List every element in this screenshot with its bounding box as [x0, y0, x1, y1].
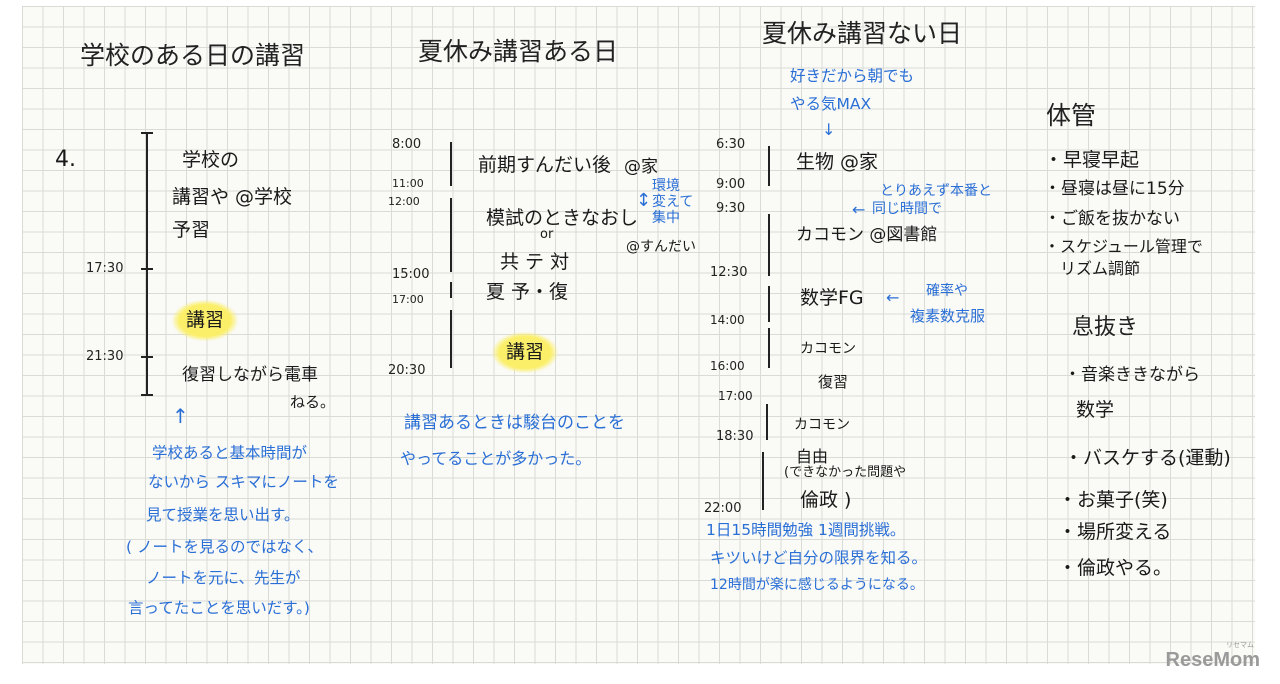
timeline-school: [146, 132, 148, 396]
schedule-text: カコモン: [800, 341, 856, 357]
schedule-text: or: [540, 227, 554, 242]
timeline-summer-without: [768, 286, 770, 322]
health-item: ・早寝早起: [1044, 149, 1140, 171]
note-line: ノートを元に、先生が: [146, 569, 301, 587]
time-label: 9:30: [716, 201, 746, 216]
timeline-tick: [141, 268, 153, 270]
timeline-tick: [141, 394, 153, 396]
time-label: 21:30: [86, 349, 124, 364]
place-label: @すんだい: [626, 239, 696, 255]
arrow-up-icon: ↑: [172, 404, 189, 428]
break-item: 数学: [1076, 399, 1115, 421]
side-note: 同じ時間で: [872, 201, 942, 217]
side-note: とりあえず本番と: [880, 183, 992, 199]
timeline-summer-with: [450, 282, 452, 298]
health-item: ・昼寝は昼に15分: [1044, 179, 1185, 199]
note-line: やってることが多かった。: [400, 449, 592, 468]
double-arrow-icon: ↕: [636, 190, 652, 211]
schedule-text: 数学FG: [800, 287, 864, 309]
highlight-kousyu: 講習: [172, 300, 239, 341]
note-line: 学校あると基本時間が: [152, 444, 308, 462]
note-line: ( ノートを見るのではなく、: [126, 538, 323, 556]
timeline-summer-without: [768, 214, 770, 276]
health-item: リズム調節: [1060, 259, 1141, 278]
timeline-tick: [141, 132, 153, 134]
break-title: 息抜き: [1072, 315, 1139, 340]
time-label: 12:00: [388, 195, 420, 208]
time-label: 17:00: [392, 293, 424, 306]
timeline-summer-without: [768, 328, 770, 368]
schedule-text: 復習: [818, 373, 849, 391]
schedule-text: カコモン: [794, 417, 850, 433]
note-line: 12時間が楽に感じるようになる。: [710, 577, 924, 593]
notebook-page: [22, 6, 1255, 664]
time-label: 17:30: [86, 261, 124, 276]
time-label: 22:00: [704, 501, 742, 516]
schedule-text: ねる。: [290, 393, 336, 411]
schedule-text: 講習や @学校: [172, 186, 293, 208]
timeline-summer-with: [450, 142, 452, 186]
time-label: 6:30: [716, 137, 746, 152]
health-item: ・ご飯を抜かない: [1044, 209, 1180, 229]
side-note: 複素数克服: [910, 307, 986, 325]
time-label: 9:00: [716, 177, 746, 192]
note-line: 1日15時間勉強 1週間挑戦。: [706, 521, 906, 539]
time-label: 11:00: [392, 177, 424, 190]
time-label: 15:00: [392, 267, 430, 282]
place-label: @家: [624, 157, 658, 177]
schedule-text: 前期すんだい後: [478, 154, 612, 176]
column-title-summer-without: 夏休み講習ない日: [762, 19, 963, 48]
break-item: ・場所変える: [1058, 521, 1172, 543]
arrow-left-icon: ←: [886, 288, 900, 307]
time-label: 14:00: [710, 313, 745, 327]
time-label: 20:30: [388, 363, 426, 378]
column-title-summer-with: 夏休み講習ある日: [418, 37, 619, 66]
schedule-text: (できなかった問題や: [784, 465, 907, 480]
watermark-sub: リセマム: [1226, 641, 1254, 649]
note-line: 見て授業を思い出す。: [146, 506, 300, 524]
note-line: ないから スキマにノートを: [148, 473, 339, 491]
time-label: 18:30: [716, 429, 754, 444]
break-item: ・倫政やる。: [1058, 557, 1173, 579]
top-note: やる気MAX: [790, 95, 872, 113]
schedule-text: 夏 予・復: [486, 281, 569, 303]
arrow-left-icon: ←: [852, 200, 866, 219]
break-item: ・お菓子(笑): [1058, 489, 1168, 511]
schedule-text: 生物 @家: [796, 151, 879, 173]
time-label: 16:00: [710, 359, 745, 373]
column-title-school: 学校のある日の講習: [80, 41, 306, 70]
schedule-text: 復習しながら電車: [182, 365, 318, 385]
time-label: 8:00: [392, 137, 422, 152]
schedule-text: 倫政 ): [800, 489, 852, 511]
timeline-summer-without: [762, 452, 764, 510]
top-note: 好きだから朝でも: [790, 67, 915, 85]
resemom-logo: ReseMom: [1165, 649, 1260, 671]
time-label: 17:00: [718, 389, 753, 403]
note-line: 講習あるときは駿台のことを: [404, 413, 625, 433]
timeline-summer-with: [450, 310, 452, 368]
schedule-text: 共 テ 対: [500, 251, 570, 273]
break-item: ・音楽ききながら: [1064, 365, 1200, 385]
side-note: 環境 変えて 集中: [652, 178, 694, 227]
item-number: 4.: [55, 147, 76, 172]
schedule-text: 学校の: [182, 149, 240, 171]
note-line: キツいけど自分の限界を知る。: [710, 549, 928, 567]
note-line: 言ってたことを思いだす。): [128, 599, 310, 617]
side-note: 確率や: [926, 283, 968, 299]
timeline-tick: [141, 356, 153, 358]
arrow-down-icon: ↓: [822, 120, 836, 139]
schedule-text: カコモン @図書館: [796, 225, 938, 245]
highlight-kousyu: 講習: [492, 332, 559, 373]
time-label: 12:30: [710, 265, 748, 280]
health-title: 体管: [1046, 101, 1097, 130]
health-item: ・スケジュール管理で: [1044, 237, 1203, 256]
timeline-summer-with: [450, 198, 452, 272]
schedule-text: 自由: [796, 447, 829, 466]
break-item: ・バスケする(運動): [1064, 447, 1231, 469]
timeline-summer-without: [766, 404, 768, 440]
timeline-summer-without: [768, 146, 770, 186]
schedule-text: 予習: [172, 219, 211, 241]
schedule-text: 模試のときなおし: [486, 207, 639, 229]
